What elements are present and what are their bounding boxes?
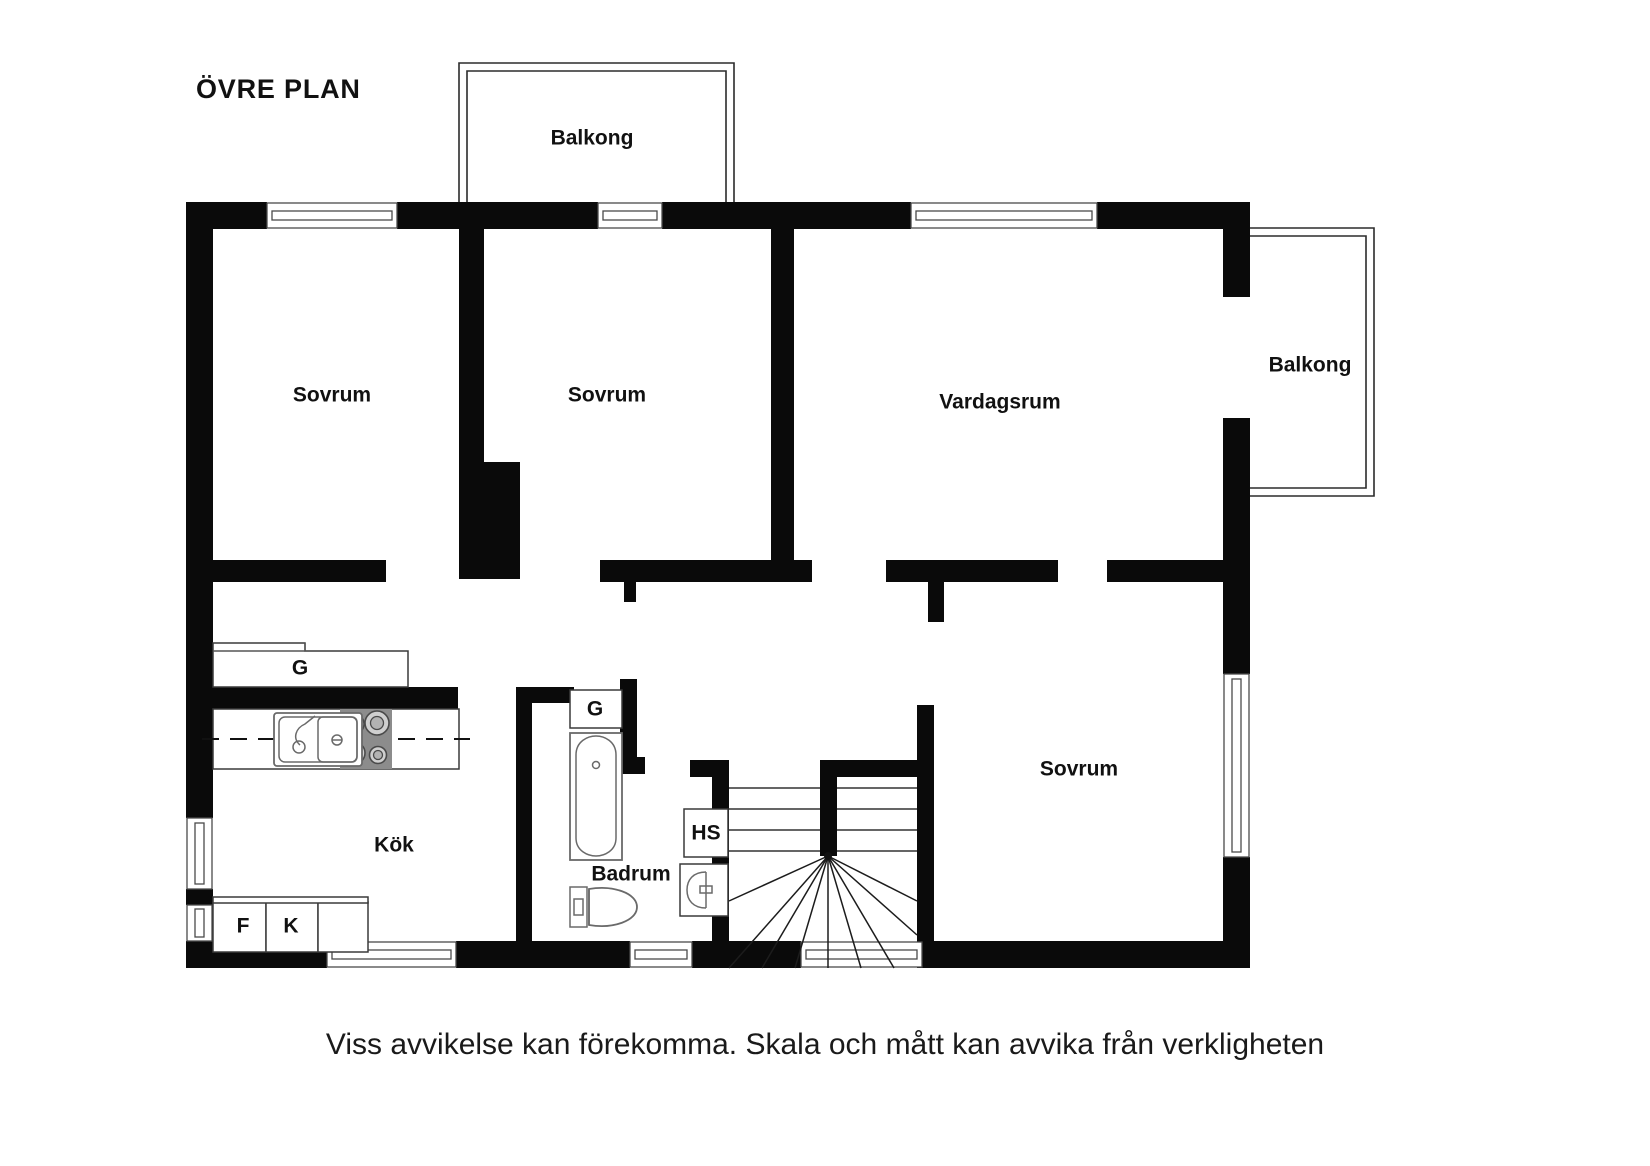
window-top-left	[266, 202, 398, 229]
cabinet-label-k: K	[283, 915, 298, 938]
cabinet-label-g-kitchen: G	[292, 657, 308, 680]
cabinet-label-f: F	[237, 915, 250, 938]
room-label-vardagsrum: Vardagsrum	[939, 391, 1060, 414]
washbasin-icon	[679, 863, 729, 917]
window-group	[186, 202, 1250, 968]
window-left-upper	[186, 817, 213, 890]
balcony-label-right: Balkong	[1269, 354, 1352, 377]
cabinet-label-g-bathroom: G	[587, 698, 603, 721]
room-label-sovrum-2: Sovrum	[568, 384, 646, 407]
hs-cabinet	[683, 808, 729, 858]
balkong-top-outline	[458, 62, 735, 210]
room-label-sovrum-3: Sovrum	[1040, 758, 1118, 781]
room-label-kok: Kök	[374, 834, 414, 857]
room-label-sovrum-1: Sovrum	[293, 384, 371, 407]
window-top-middle	[597, 202, 663, 229]
window-bottom-left	[326, 941, 457, 968]
kitchen-sink-icon	[273, 712, 363, 767]
room-label-badrum: Badrum	[591, 863, 670, 886]
window-bottom-middle	[629, 941, 693, 968]
cabinet-label-hs: HS	[691, 822, 720, 845]
disclaimer-note: Viss avvikelse kan förekomma. Skala och …	[325, 1028, 1325, 1061]
kitchen-fixtures	[202, 642, 470, 953]
toilet-icon	[569, 886, 638, 928]
bathroom-fixtures	[569, 689, 638, 928]
window-bottom-right	[800, 941, 923, 968]
page-title: ÖVRE PLAN	[196, 74, 361, 104]
staircase-icon	[728, 787, 918, 969]
fridge-freezer-cabinets	[212, 896, 369, 953]
balcony-label-top: Balkong	[551, 127, 634, 150]
hall-fixtures	[679, 808, 729, 917]
window-right	[1223, 673, 1250, 858]
balkong-right-outline	[1241, 227, 1375, 497]
bathtub-icon	[569, 732, 623, 861]
window-top-right	[910, 202, 1098, 229]
window-left-lower	[186, 904, 213, 942]
